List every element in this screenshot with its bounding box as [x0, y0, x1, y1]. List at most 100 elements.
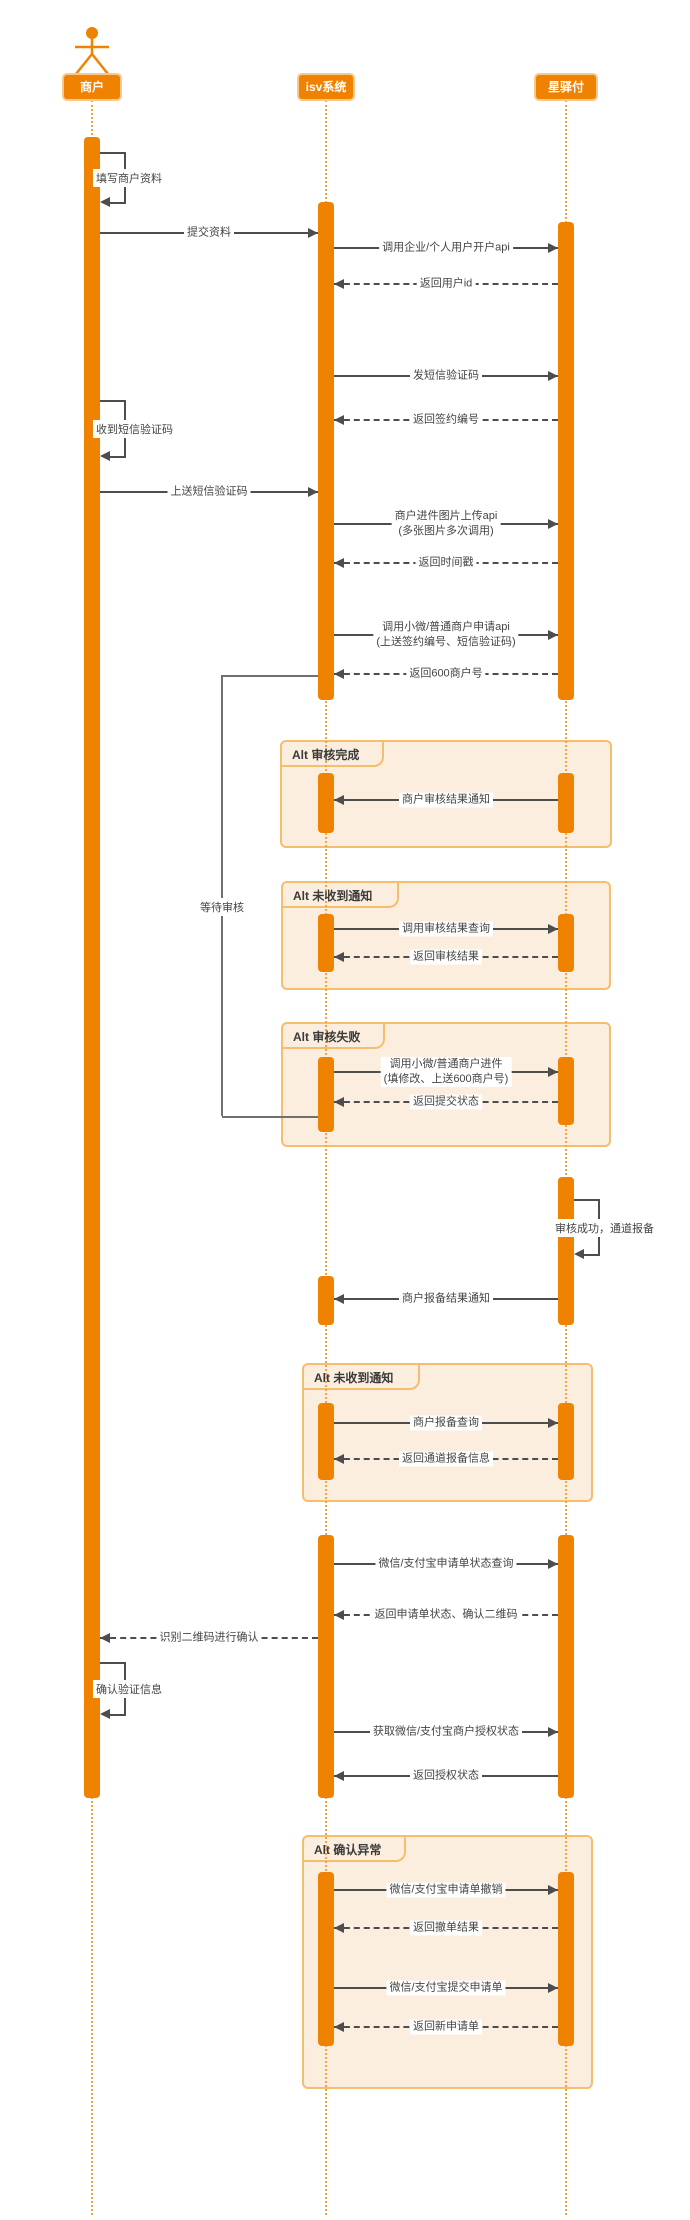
message-label-line1: 微信/支付宝申请单撤销 — [389, 1883, 503, 1896]
arrowhead-icon — [548, 1418, 558, 1428]
activation-bar[interactable] — [318, 1276, 334, 1325]
message-label-line2: (填修改、上送600商户号) — [383, 1073, 509, 1085]
message-label: 调用小微/普通商户进件(填修改、上送600商户号) — [380, 1057, 512, 1087]
message-label-line1: 调用企业/个人用户开户api — [382, 241, 510, 254]
self-message-bottom-line — [583, 1254, 600, 1256]
activation-bar[interactable] — [318, 1535, 334, 1798]
arrowhead-icon — [100, 1709, 110, 1719]
message-label-line1: 提交资料 — [187, 226, 231, 239]
message-label-line1: 获取微信/支付宝商户授权状态 — [372, 1725, 520, 1738]
message-label-line2: (多张图片多次调用) — [398, 525, 494, 537]
self-message-label: 填写商户资料 — [93, 169, 165, 187]
activation-bar[interactable] — [318, 202, 334, 700]
self-message-bottom-line — [109, 1714, 126, 1716]
message-label-line1: 识别二维码进行确认 — [159, 1631, 259, 1644]
arrowhead-icon — [334, 279, 344, 289]
alt-frame-tab — [280, 740, 384, 767]
activation-bar[interactable] — [318, 1403, 334, 1480]
arrowhead-icon — [334, 669, 344, 679]
activation-bar[interactable] — [558, 1057, 574, 1125]
message-label: 返回授权状态 — [410, 1768, 482, 1784]
arrowhead-icon — [334, 1923, 344, 1933]
activation-bar[interactable] — [558, 914, 574, 972]
arrowhead-icon — [548, 1067, 558, 1077]
message-label: 返回新申请单 — [410, 2019, 482, 2035]
alt-frame-title: Alt 确认异常 — [314, 1843, 382, 1857]
activation-bar[interactable] — [318, 1057, 334, 1132]
message-label: 商户进件图片上传api (多张图片多次调用) — [391, 509, 501, 539]
message-label: 返回审核结果 — [410, 949, 482, 965]
lifeline — [325, 100, 327, 2215]
message-label-line1: 返回授权状态 — [413, 1769, 479, 1782]
message-label: 返回通道报备信息 — [399, 1451, 493, 1467]
alt-frame-tab — [302, 1363, 420, 1390]
arrowhead-icon — [334, 415, 344, 425]
alt-frame-title: Alt 未收到通知 — [293, 889, 373, 903]
arrowhead-icon — [334, 1294, 344, 1304]
activation-bar[interactable] — [558, 222, 574, 700]
wait-bracket-vertical-line — [221, 675, 223, 1116]
self-message-bottom-line — [109, 202, 126, 204]
message-label-line1: 商户进件图片上传api — [394, 510, 498, 522]
arrowhead-icon — [334, 1771, 344, 1781]
alt-frame-title: Alt 审核失败 — [293, 1030, 361, 1044]
message-label: 返回撤单结果 — [410, 1920, 482, 1936]
actor-box[interactable] — [297, 73, 355, 101]
message-label-line1: 返回撤单结果 — [413, 1921, 479, 1934]
message-label-line1: 微信/支付宝申请单状态查询 — [378, 1557, 514, 1570]
activation-bar[interactable] — [558, 1535, 574, 1798]
message-label: 商户报备结果通知 — [399, 1291, 493, 1307]
message-label-line1: 微信/支付宝提交申请单 — [389, 1981, 503, 1994]
alt-frame[interactable] — [302, 1835, 593, 2089]
arrowhead-icon — [548, 1727, 558, 1737]
arrowhead-icon — [548, 1885, 558, 1895]
message-label-line1: 返回用户id — [419, 277, 473, 290]
message-label-line1: 返回600商户号 — [409, 667, 483, 680]
arrowhead-icon — [334, 1610, 344, 1620]
arrowhead-icon — [334, 952, 344, 962]
activation-bar[interactable] — [318, 773, 334, 833]
wait-bracket-label: 等待审核 — [197, 898, 247, 916]
activation-bar[interactable] — [84, 137, 100, 1798]
message-label-line1: 调用小微/普通商户申请api — [382, 621, 510, 633]
message-label: 返回600商户号 — [406, 666, 486, 682]
wait-bracket-top-line — [222, 675, 319, 677]
person-icon — [75, 27, 109, 75]
arrowhead-icon — [308, 487, 318, 497]
activation-bar[interactable] — [558, 1177, 574, 1325]
message-label-line1: 商户报备查询 — [413, 1416, 479, 1429]
actor-box[interactable] — [62, 73, 122, 101]
activation-bar[interactable] — [318, 1872, 334, 2046]
message-label: 调用小微/普通商户申请api (上送签约编号、短信验证码) — [373, 620, 519, 650]
arrowhead-icon — [548, 630, 558, 640]
message-label: 识别二维码进行确认 — [156, 1630, 262, 1646]
message-label-line1: 返回提交状态 — [413, 1095, 479, 1108]
actor-box[interactable] — [534, 73, 598, 101]
message-label-line2: (上送签约编号、短信验证码) — [376, 636, 516, 648]
alt-frame[interactable] — [302, 1363, 593, 1502]
message-label: 微信/支付宝提交申请单 — [386, 1980, 506, 1996]
message-label: 调用审核结果查询 — [399, 921, 493, 937]
message-label: 返回申请单状态、确认二维码 — [371, 1607, 521, 1623]
activation-bar[interactable] — [558, 1872, 574, 2046]
arrowhead-icon — [574, 1249, 584, 1259]
message-label-line1: 返回通道报备信息 — [402, 1452, 490, 1465]
message-label: 上送短信验证码 — [167, 484, 251, 500]
message-label: 返回签约编号 — [410, 412, 482, 428]
wait-bracket-bottom-line — [222, 1116, 319, 1118]
arrowhead-icon — [100, 451, 110, 461]
activation-bar[interactable] — [318, 914, 334, 972]
activation-bar[interactable] — [558, 773, 574, 833]
message-label: 提交资料 — [184, 225, 234, 241]
message-label-line1: 返回时间戳 — [418, 556, 474, 569]
alt-frame-tab — [281, 1022, 385, 1049]
actor-label: isv系统 — [305, 80, 347, 94]
arrowhead-icon — [548, 1983, 558, 1993]
arrowhead-icon — [548, 1559, 558, 1569]
lifeline — [565, 100, 567, 2215]
activation-bar[interactable] — [558, 1403, 574, 1480]
arrowhead-icon — [548, 243, 558, 253]
arrowhead-icon — [100, 1633, 110, 1643]
arrowhead-icon — [100, 197, 110, 207]
alt-frame-tab — [281, 881, 399, 908]
